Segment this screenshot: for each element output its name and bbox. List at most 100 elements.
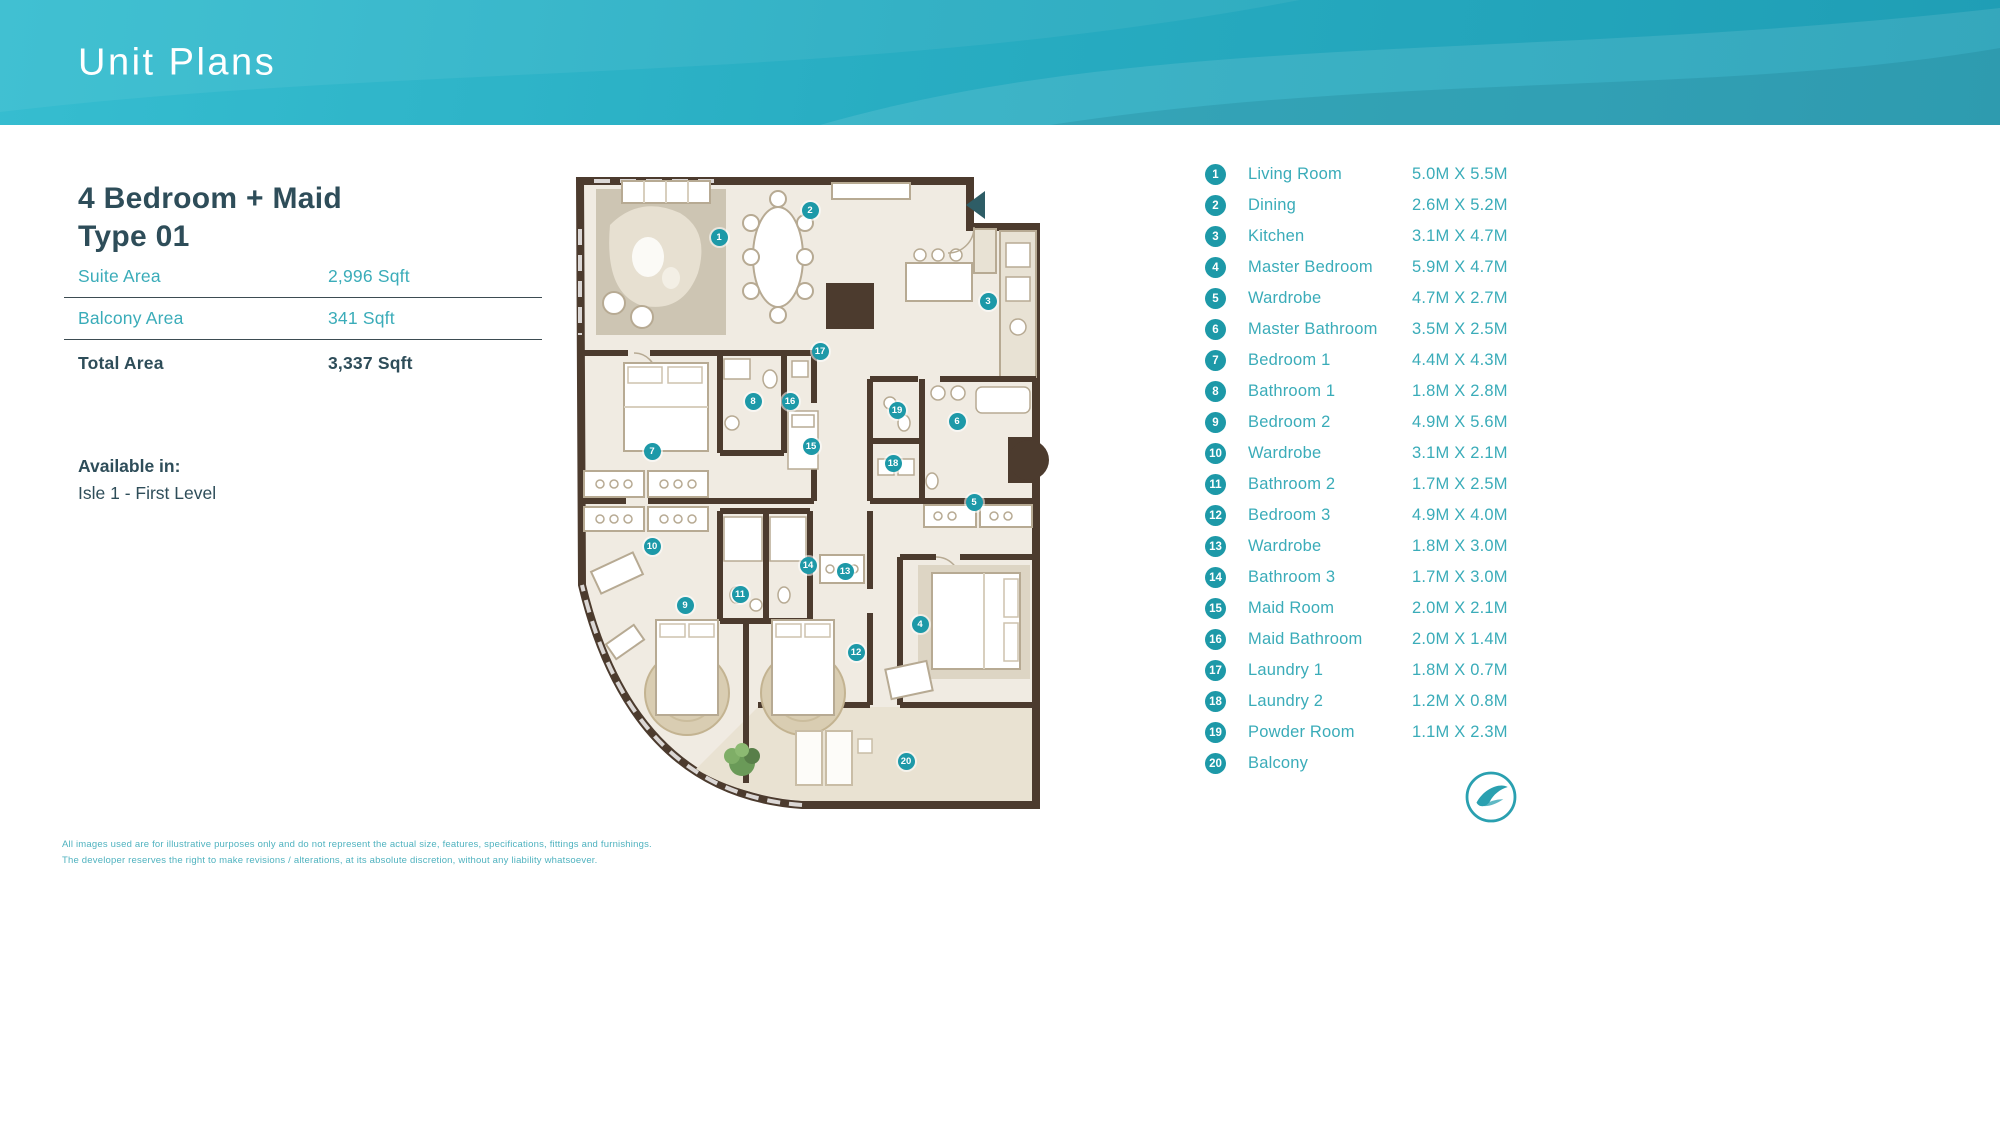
legend-number-badge: 13 [1205,536,1226,557]
plan-marker-15: 15 [802,438,820,456]
total-area-value: 3,337 Sqft [328,353,413,373]
legend-number-badge: 19 [1205,722,1226,743]
legend-room-dims: 2.0M X 2.1M [1412,599,1508,617]
legend-room-dims: 2.0M X 1.4M [1412,630,1508,648]
legend-room-dims: 3.1M X 4.7M [1412,227,1508,245]
banner-wave-graphic [0,0,2000,125]
columns [826,283,1049,483]
legend-number-badge: 2 [1205,195,1226,216]
balcony-furniture [724,730,873,786]
legend-row: 20 Balcony [1205,748,1535,779]
legend-number-badge: 16 [1205,629,1226,650]
disclaimer-line2: The developer reserves the right to make… [62,854,598,866]
legend-list: 1 Living Room 5.0M X 5.5M 2 Dining 2.6M … [1205,159,1535,779]
closets [583,470,1033,584]
legend-room-dims: 1.7M X 2.5M [1412,475,1508,493]
legend-room-label: Bedroom 1 [1248,351,1331,369]
legend-row: 10 Wardrobe 3.1M X 2.1M [1205,438,1535,469]
legend-room-label: Laundry 1 [1248,661,1324,679]
unit-title: 4 Bedroom + Maid Type 01 [78,180,342,257]
bedroom1-furniture [623,362,709,452]
legend-number-badge: 17 [1205,660,1226,681]
legend-number-badge: 7 [1205,350,1226,371]
closet-hangers [595,479,1013,574]
disclaimer-line1: All images used are for illustrative pur… [62,839,652,850]
legend-room-label: Bedroom 3 [1248,506,1331,524]
legend-room-dims: 5.0M X 5.5M [1412,165,1508,183]
legend-row: 9 Bedroom 2 4.9M X 5.6M [1205,407,1535,438]
legend-room-label: Living Room [1248,165,1342,183]
plan-marker-10: 10 [643,537,661,555]
bird-swoosh-icon [1465,771,1517,823]
legend-number-badge: 11 [1205,474,1226,495]
legend-row: 2 Dining 2.6M X 5.2M [1205,190,1535,221]
page-title: Unit Plans [78,41,277,83]
available-in-value: Isle 1 - First Level [78,483,217,503]
legend-room-label: Maid Bathroom [1248,630,1363,648]
plan-marker-19: 19 [888,402,906,420]
legend-room-dims: 4.9M X 4.0M [1412,506,1508,524]
legend-number-badge: 12 [1205,505,1226,526]
legend-number-badge: 8 [1205,381,1226,402]
legend-row: 6 Master Bathroom 3.5M X 2.5M [1205,314,1535,345]
legend-room-label: Master Bedroom [1248,258,1373,276]
dining-furniture [742,182,911,324]
legend-row: 13 Wardrobe 1.8M X 3.0M [1205,531,1535,562]
plan-marker-16: 16 [781,393,799,411]
legend-room-label: Bathroom 1 [1248,382,1336,400]
legend-row: 17 Laundry 1 1.8M X 0.7M [1205,655,1535,686]
plan-marker-2: 2 [801,201,819,219]
bathroom1-fixtures [723,358,778,431]
legend-number-badge: 4 [1205,257,1226,278]
plan-marker-13: 13 [836,562,854,580]
legend-row: 12 Bedroom 3 4.9M X 4.0M [1205,500,1535,531]
legend-number-badge: 14 [1205,567,1226,588]
legend-room-label: Master Bathroom [1248,320,1378,338]
legend-room-label: Bathroom 3 [1248,568,1336,586]
legend-room-label: Wardrobe [1248,289,1322,307]
bedroom2-furniture [589,551,730,736]
legend-room-dims: 1.8M X 3.0M [1412,537,1508,555]
living-room-furniture [596,180,726,335]
plan-marker-14: 14 [799,556,817,574]
master-bedroom-furniture [884,565,1030,701]
available-in-label: Available in: [78,456,181,476]
plan-marker-9: 9 [676,597,694,615]
legend-row: 3 Kitchen 3.1M X 4.7M [1205,221,1535,252]
legend-room-dims: 1.7M X 3.0M [1412,568,1508,586]
legend-number-badge: 9 [1205,412,1226,433]
header-banner: Unit Plans [0,0,2000,125]
legend-number-badge: 1 [1205,164,1226,185]
plan-marker-1: 1 [710,229,728,247]
legend-room-dims: 2.6M X 5.2M [1412,196,1508,214]
legend-room-label: Bathroom 2 [1248,475,1336,493]
plan-marker-3: 3 [979,293,997,311]
legend: 1 Living Room 5.0M X 5.5M 2 Dining 2.6M … [1205,159,1535,779]
legend-number-badge: 20 [1205,753,1226,774]
area-row-suite: Suite Area 2,996 Sqft [64,256,542,298]
bedroom3-furniture [760,619,846,736]
legend-row: 5 Wardrobe 4.7M X 2.7M [1205,283,1535,314]
legend-room-label: Laundry 2 [1248,692,1324,710]
floorplan-drawing [575,177,1049,809]
balcony-area-label: Balcony Area [78,308,184,328]
legend-room-dims: 5.9M X 4.7M [1412,258,1508,276]
legend-room-label: Maid Room [1248,599,1335,617]
legend-row: 4 Master Bedroom 5.9M X 4.7M [1205,252,1535,283]
unit-title-line1: 4 Bedroom + Maid [78,182,343,215]
suite-area-value: 2,996 Sqft [328,266,410,286]
legend-row: 14 Bathroom 3 1.7M X 3.0M [1205,562,1535,593]
legend-room-label: Wardrobe [1248,444,1322,462]
kitchen-furniture [905,228,1037,378]
plan-marker-18: 18 [884,455,902,473]
legend-number-badge: 18 [1205,691,1226,712]
legend-row: 16 Maid Bathroom 2.0M X 1.4M [1205,624,1535,655]
legend-row: 7 Bedroom 1 4.4M X 4.3M [1205,345,1535,376]
plan-marker-11: 11 [731,586,749,604]
legend-room-label: Balcony [1248,754,1309,772]
disclaimer: All images used are for illustrative pur… [62,837,652,868]
legend-room-label: Bedroom 2 [1248,413,1331,431]
legend-room-dims: 4.9M X 5.6M [1412,413,1508,431]
